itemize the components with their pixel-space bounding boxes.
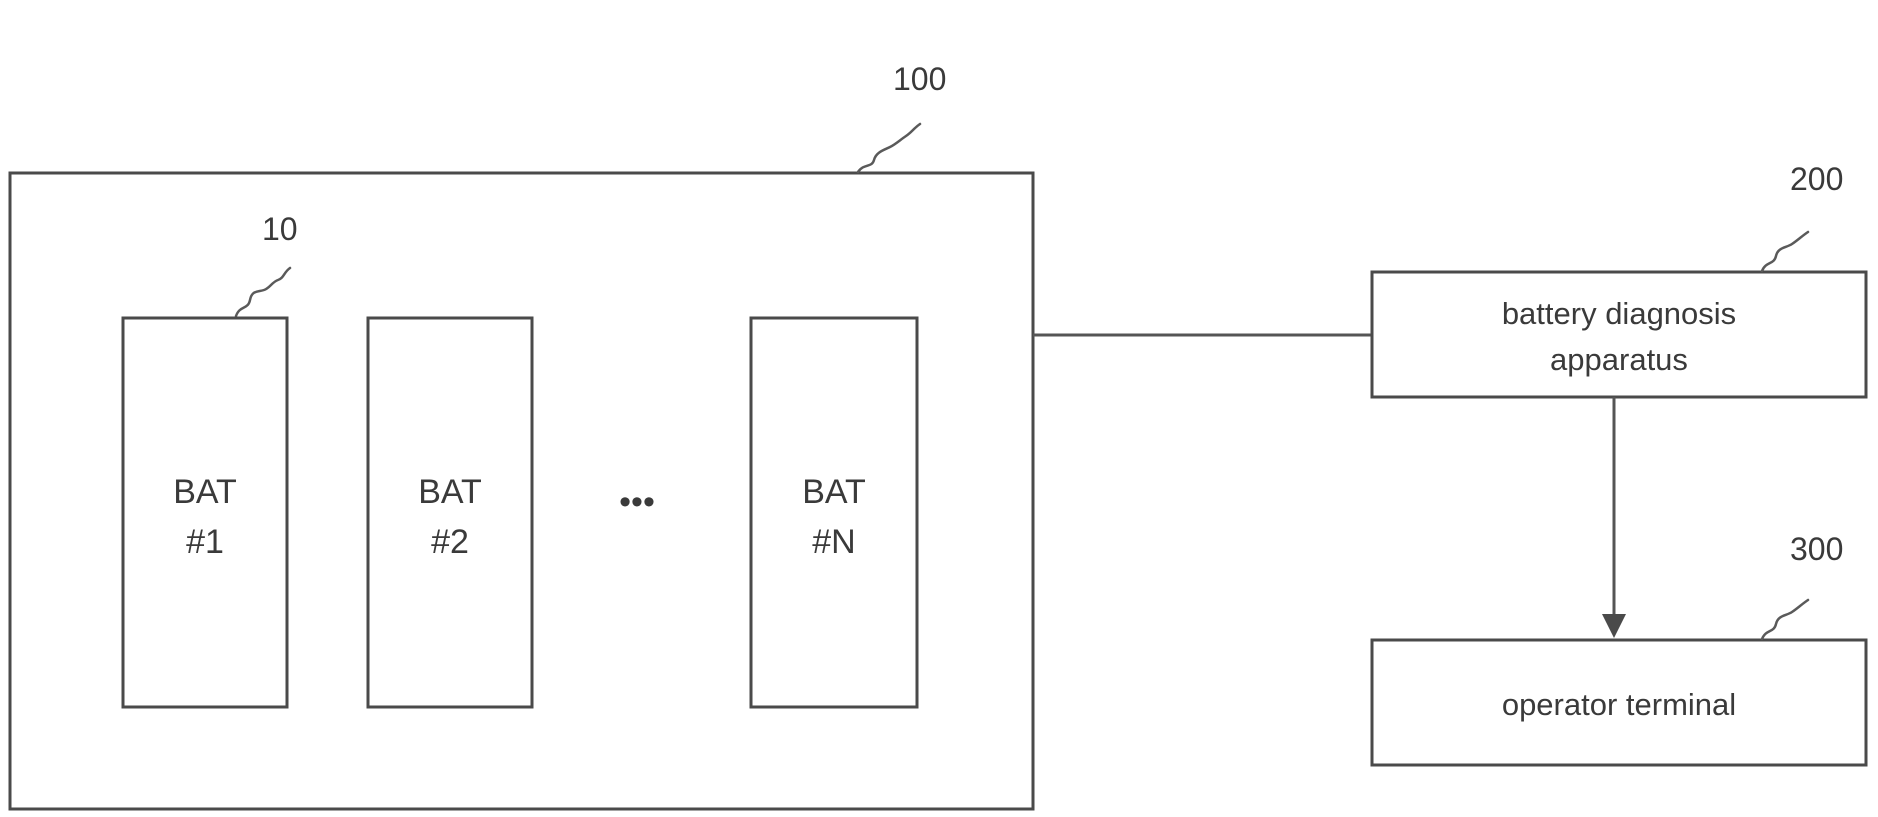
operator-terminal: operator terminal 300 (1372, 531, 1866, 765)
operator-terminal-label: operator terminal (1502, 687, 1736, 722)
battery-diagnosis-apparatus-line2: apparatus (1550, 342, 1688, 377)
battery-cell-ref: 10 (262, 211, 298, 247)
battery-diagnosis-apparatus: battery diagnosis apparatus 200 (1372, 161, 1866, 397)
arrowhead-icon (1602, 614, 1626, 638)
battery-cell-2-line2: #2 (431, 523, 469, 561)
battery-cell-n-line2: #N (812, 523, 855, 561)
battery-diagnosis-apparatus-line1: battery diagnosis (1502, 296, 1736, 331)
battery-cell-n-box (751, 318, 917, 707)
operator-terminal-ref: 300 (1790, 531, 1843, 567)
battery-cell-2-line1: BAT (418, 473, 482, 511)
operator-terminal-leader (1762, 600, 1808, 639)
battery-cell-1: BAT #1 (123, 318, 287, 707)
battery-cell-ellipsis: ••• (619, 483, 655, 521)
battery-diagnosis-apparatus-ref: 200 (1790, 161, 1843, 197)
battery-diagnosis-apparatus-box (1372, 272, 1866, 397)
battery-cell-1-line2: #1 (186, 523, 224, 561)
battery-diagnosis-apparatus-leader (1762, 232, 1808, 271)
battery-cell-n-line1: BAT (802, 473, 866, 511)
battery-cell-1-line1: BAT (173, 473, 237, 511)
battery-cell-2-box (368, 318, 532, 707)
battery-cell-2: BAT #2 (368, 318, 532, 707)
battery-cell-1-box (123, 318, 287, 707)
battery-cell-n: BAT #N (751, 318, 917, 707)
battery-pack-ref: 100 (893, 61, 946, 97)
battery-pack-leader (858, 124, 920, 172)
